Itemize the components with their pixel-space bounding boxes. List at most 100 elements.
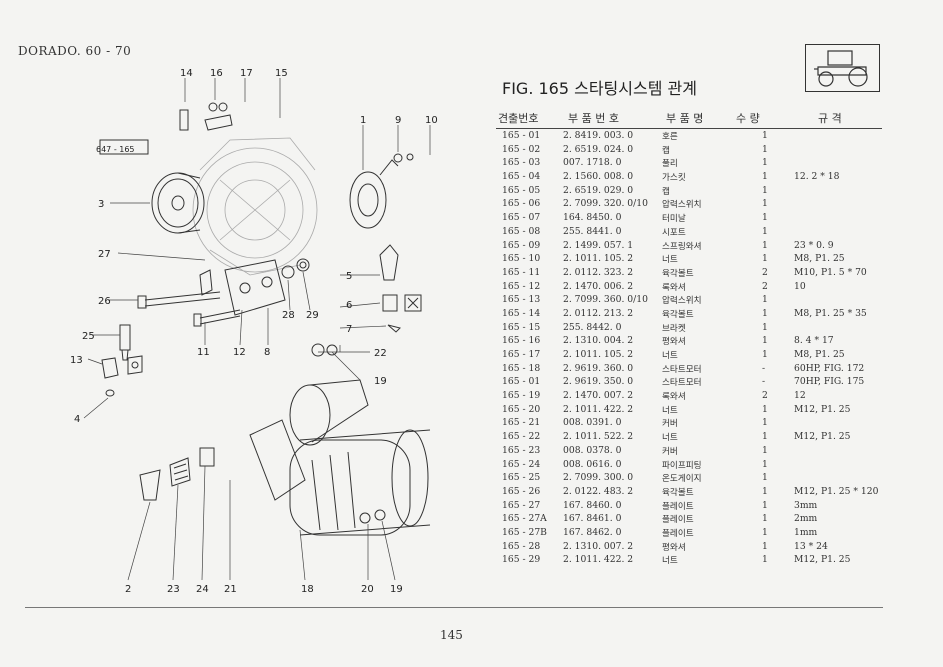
pulley-drawing	[151, 172, 205, 234]
qty-cell: 1	[762, 349, 768, 360]
part-name-cell: 시포트	[662, 227, 686, 238]
callout-25: 25	[82, 331, 95, 342]
bolt-26-drawing	[144, 291, 221, 307]
part-name-cell: 너트	[662, 351, 678, 361]
callout-1: 1	[360, 115, 366, 126]
ref-no-cell: 165 - 08	[502, 225, 541, 237]
part-no-cell: 2. 9619. 350. 0	[563, 376, 634, 388]
ref-no-cell: 165 - 29	[502, 554, 541, 566]
spec-cell: 8. 4 * 17	[794, 335, 834, 347]
callout-3: 3	[98, 199, 104, 210]
callout-21: 21	[224, 584, 237, 595]
part-no-cell: 255. 8442. 0	[563, 321, 622, 333]
qty-cell: 1	[762, 157, 768, 169]
temp-gauge-drawing	[119, 324, 131, 351]
spec-cell: 23 * 0. 9	[794, 239, 834, 251]
page-number: 145	[440, 628, 463, 642]
header-ref-no: 견출번호	[498, 112, 539, 125]
qty-cell: 1	[762, 554, 768, 566]
callout-11: 11	[197, 347, 210, 358]
spring-and-fitting-drawing	[139, 447, 215, 501]
ref-no-cell: 165 - 02	[502, 143, 541, 155]
part-name-cell: 평와셔	[662, 337, 686, 348]
tractor-icon-box	[805, 44, 880, 92]
qty-cell: 1	[762, 499, 768, 511]
tractor-icon	[814, 50, 868, 87]
part-name-cell: 스타트모터	[662, 364, 702, 375]
qty-cell: -	[762, 362, 766, 374]
header-qty: 수 량	[736, 112, 760, 125]
callout-18: 18	[301, 584, 314, 595]
part-name-cell: 록와셔	[662, 282, 686, 293]
figure-title: FIG. 165 스타팅시스템 관계	[502, 79, 697, 98]
part-no-cell: 2. 1560. 008. 0	[563, 171, 634, 183]
part-name-cell: 스타트모터	[662, 378, 702, 389]
cap-drawing	[379, 244, 399, 281]
part-no-cell: 2. 1310. 004. 2	[563, 335, 634, 347]
qty-cell: 1	[762, 458, 768, 470]
callout-22: 22	[374, 348, 387, 359]
qty-cell: 1	[762, 307, 768, 319]
qty-cell: 1	[762, 526, 768, 538]
ref-no-cell: 165 - 28	[502, 540, 541, 552]
header-spec: 규 격	[818, 112, 842, 125]
ref-no-cell: 165 - 01	[502, 130, 541, 141]
callout-19-lower: 19	[390, 584, 403, 595]
ref-no-cell: 165 - 07	[502, 212, 541, 224]
spec-cell: 12. 2 * 18	[794, 171, 840, 183]
callout-9: 9	[395, 115, 401, 126]
qty-cell: 1	[762, 130, 768, 141]
part-no-cell: 2. 0122. 483. 2	[563, 485, 634, 497]
callout-4: 4	[74, 414, 80, 425]
ref-no-cell: 165 - 05	[502, 184, 541, 196]
spec-cell: M12, P1. 25	[794, 431, 851, 443]
part-name-cell: 너트	[662, 556, 678, 567]
part-name-cell: 캡	[662, 145, 670, 156]
part-name-cell: 터미날	[662, 214, 686, 225]
ref-no-cell: 165 - 21	[502, 417, 541, 429]
part-no-cell: 2. 1011. 105. 2	[563, 253, 634, 265]
qty-cell: 1	[762, 431, 768, 443]
part-no-cell: 2. 0112. 323. 2	[563, 266, 634, 278]
ref-no-cell: 165 - 20	[502, 403, 541, 415]
callout-7: 7	[346, 324, 352, 335]
qty-cell: 1	[762, 485, 768, 497]
part-no-cell: 2. 1310. 007. 2	[563, 540, 634, 552]
qty-cell: 1	[762, 513, 768, 525]
part-no-cell: 2. 1011. 522. 2	[563, 431, 634, 443]
spec-cell: 10	[794, 280, 806, 292]
qty-cell: 1	[762, 321, 768, 333]
qty-cell: 2	[762, 266, 768, 278]
bracket-8-drawing	[224, 259, 286, 316]
part-name-cell: 커버	[662, 419, 678, 430]
spec-cell: M12, P1. 25	[794, 403, 851, 415]
part-no-cell: 2. 1011. 422. 2	[563, 554, 634, 566]
qty-cell: 1	[762, 253, 768, 265]
qty-cell: 1	[762, 444, 768, 456]
part-name-cell: 평와셔	[662, 542, 686, 553]
callout-28: 28	[282, 310, 295, 321]
ref-no-cell: 165 - 15	[502, 321, 541, 333]
part-name-cell: 육각볼트	[662, 268, 694, 279]
callout-16: 16	[210, 68, 223, 79]
ref-no-cell: 165 - 27B	[502, 526, 547, 538]
spec-cell: 60HP, FIG. 172	[794, 362, 865, 374]
part-no-cell: 2. 9619. 360. 0	[563, 362, 634, 374]
